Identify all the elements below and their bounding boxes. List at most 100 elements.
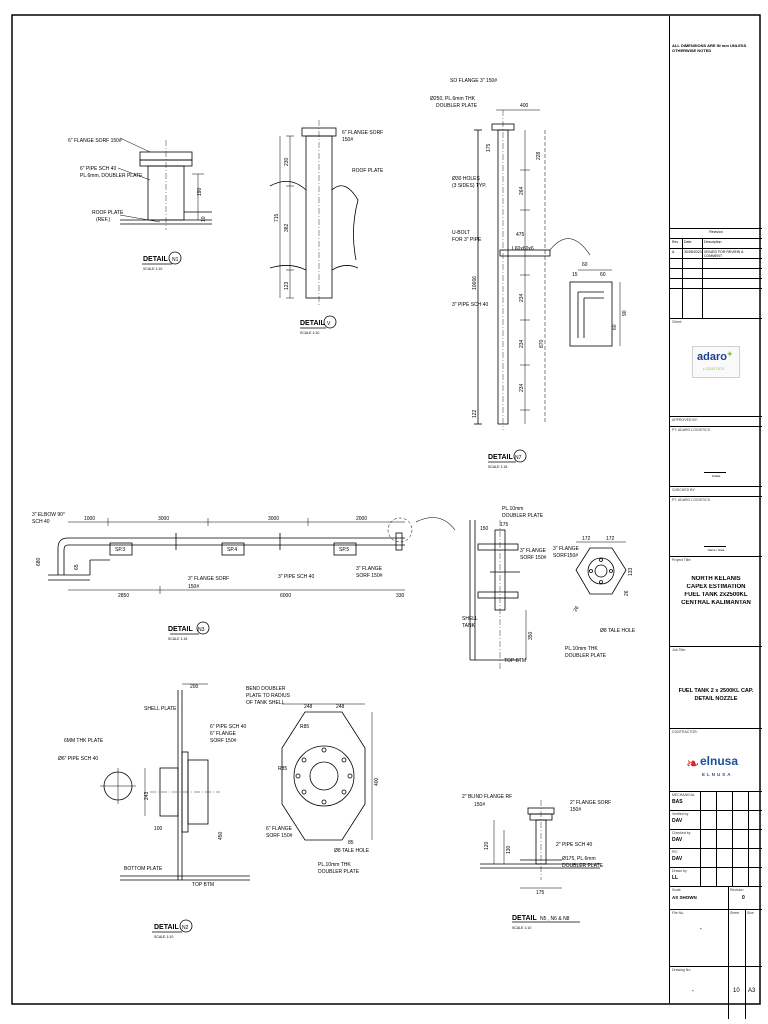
n5-label-blind: 2" BLIND FLANGE RF (462, 794, 512, 800)
n1-label-pipe: 6" PIPE SCH 40 (80, 166, 116, 172)
n7-dim-60c: 60 (612, 324, 618, 330)
n2-tag: N2 (182, 925, 189, 931)
n3-dim-330: 330 (396, 593, 405, 599)
detail-flange-3 (469, 520, 627, 670)
person-name-1: DAV (672, 818, 683, 824)
revision-col-desc: Description (704, 240, 722, 244)
n2-label-6mm: 6MM THK PLATE (64, 738, 104, 744)
n3-dim-2000: 2000 (356, 516, 367, 522)
n1-label-roof: ROOF PLATE (92, 210, 124, 216)
fl3-dim-26b: 26 (573, 605, 581, 613)
n7-dim-90: 90 (622, 310, 628, 316)
n1-tag: N1 (172, 257, 179, 263)
n5-label-flange: 2" FLANGE SORF (570, 800, 611, 806)
contractor-logo-sub: ELNUSA (702, 772, 733, 777)
fl3-dim-172a: 172 (582, 536, 591, 542)
n7-label-holes: Ø30 HOLES (452, 176, 480, 182)
v-title: DETAIL (300, 320, 325, 327)
n3-label-sp4: SP.4 (227, 547, 237, 553)
v-dim-715: 715 (274, 213, 280, 222)
n2-title: DETAIL (154, 924, 179, 931)
n5-label-dia175: Ø175, PL.6mm (562, 856, 596, 862)
project-line-3: FUEL TANK 2x2500KL (684, 592, 748, 598)
fl3-dim-175: 175 (500, 522, 509, 528)
n3-dim-6000: 6000 (280, 593, 291, 599)
rev-label: Revision (730, 888, 744, 892)
n3-label-flange-right: 3" FLANGE (356, 566, 383, 572)
n2-label-dia6pipe: Ø6" PIPE SCH 40 (58, 756, 98, 762)
n2-dim-400: 400 (374, 777, 380, 786)
fl3-dim-26a: 26 (624, 590, 630, 596)
n7-label-for3pipe: FOR 3" PIPE (452, 237, 482, 243)
detail-n3 (48, 517, 456, 635)
n2-label-sorf-right: SORF 150# (266, 833, 293, 839)
detail-n7 (474, 109, 621, 463)
n5-dim-120: 120 (484, 841, 490, 850)
n2-label-doubler: DOUBLER PLATE (318, 869, 360, 875)
fl3-label-doubler-right: DOUBLER PLATE (565, 653, 607, 659)
n1-scale: SCALE 1:10 (143, 267, 162, 271)
fl3-label-talehole: Ø8 TALE HOLE (600, 628, 636, 634)
n7-dim-870: 870 (539, 339, 545, 348)
v-label-150: 150# (342, 137, 353, 143)
n2-label-bend: BEND DOUBLER (246, 686, 286, 692)
approved-by-label: APPROVED BY: (672, 418, 698, 422)
fl3-label-flange-right: 3" FLANGE (553, 546, 580, 552)
v-dim-382: 382 (284, 223, 290, 232)
client-label: Client: (672, 320, 682, 324)
n3-label-sp3: SP.3 (115, 547, 125, 553)
revision-col-date: Date (684, 240, 692, 244)
n7-tag: N7 (515, 455, 522, 461)
n7-label-doubler: DOUBLER PLATE (436, 103, 478, 109)
fl3-dim-172b: 172 (606, 536, 615, 542)
detail-n1 (117, 137, 212, 265)
n2-dim-243: 243 (144, 791, 150, 800)
person-role-3: PIC (672, 850, 678, 854)
n7-dim-234c: 234 (519, 383, 525, 392)
n7-dim-234a: 234 (519, 293, 525, 302)
n1-title: DETAIL (143, 256, 168, 263)
revision-row-date: 30/08/2023 (684, 250, 702, 254)
n7-dim-15: 15 (572, 272, 578, 278)
project-label: Project Title: (672, 558, 692, 562)
fl3-label-sorf: SORF 150# (520, 555, 547, 561)
n7-dim-475: 475 (516, 232, 525, 238)
n2-dim-200: 200 (190, 684, 199, 690)
person-role-1: Verified by (672, 812, 689, 816)
fl3-label-tank: TANK (462, 623, 476, 629)
sheet-value: 10 (733, 988, 740, 994)
n2-label-pipe: 6" PIPE SCH 40 (210, 724, 246, 730)
n2-label-flange: 6" FLANGE (210, 731, 237, 737)
n7-dim-400: 400 (520, 103, 529, 109)
approved-sign-label: Initials (711, 475, 721, 478)
n3-dim-3000a: 3000 (158, 516, 169, 522)
person-name-2: DAV (672, 837, 683, 843)
n5-dim-175: 175 (536, 890, 545, 896)
fl3-dim-150: 150 (480, 526, 489, 532)
checked-sign-label: Name / Date (707, 549, 725, 552)
n7-dim-264: 264 (519, 186, 525, 195)
n3-label-pipe: 3" PIPE SCH 40 (278, 574, 314, 580)
checked-by-sub: PT. ADARO LOGISTICS (672, 498, 710, 502)
fl3-label-doubler: DOUBLER PLATE (502, 513, 544, 519)
contractor-label: CONTRACTOR: (672, 730, 698, 734)
revision-row-rev: A (672, 250, 675, 254)
n1-dim-10: 10 (201, 216, 207, 222)
project-line-2: CAPEX ESTIMATION (686, 584, 746, 590)
client-logo-text: adaro (697, 351, 727, 363)
person-role-4: Drawn by (672, 869, 687, 873)
size-label: Size (747, 911, 754, 915)
n7-dim-122: 122 (472, 409, 478, 418)
n2-dim-r85b: R85 (278, 766, 287, 772)
dwgno-value: - (692, 988, 694, 994)
n2-dim-450: 450 (218, 831, 224, 840)
n7-label-soflange: SO FLANGE 3" 150# (450, 78, 497, 84)
v-label-roof: ROOF PLATE (352, 168, 384, 174)
person-role-2: Checked by (672, 831, 691, 835)
n2-label-flange-right: 6" FLANGE (266, 826, 293, 832)
n1-dim-190: 190 (197, 187, 203, 196)
v-dim-230: 230 (284, 157, 290, 166)
n2-dim-r85a: R85 (300, 724, 309, 730)
n3-label-flange-sorf: 3" FLANGE SORF (188, 576, 229, 582)
